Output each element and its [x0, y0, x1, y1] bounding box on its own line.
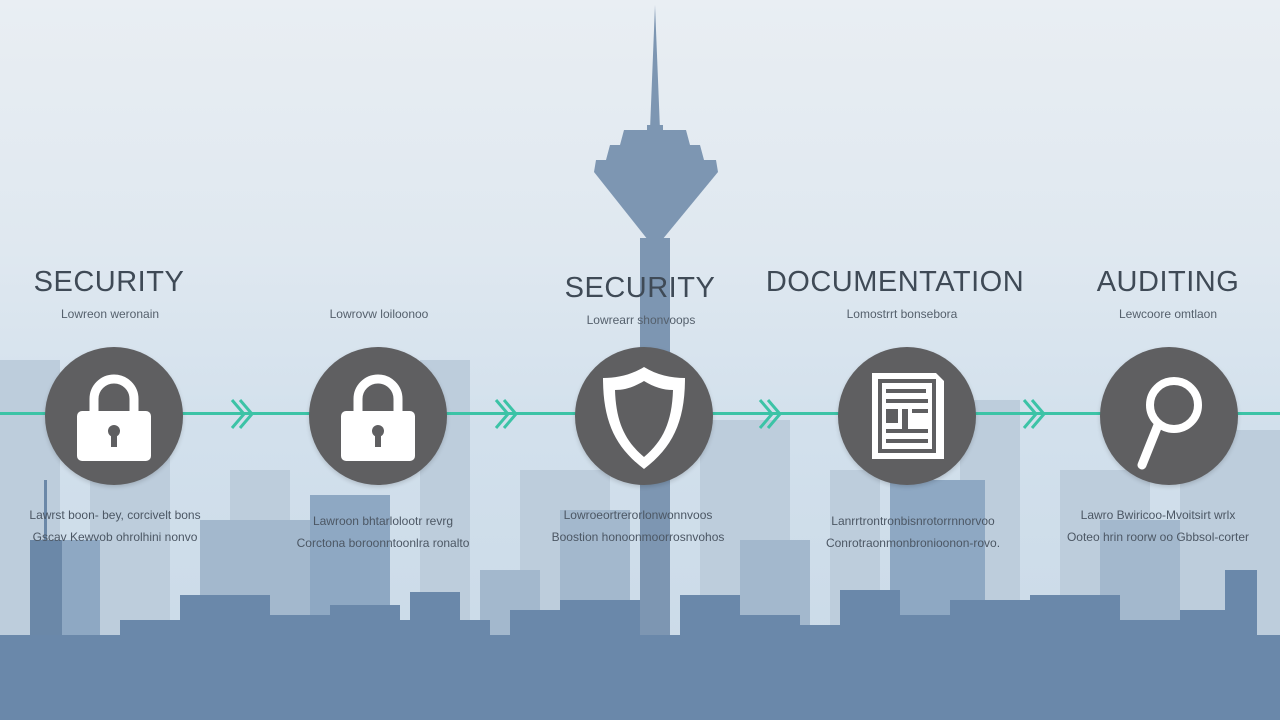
step-subtitle: Lowreon weronain: [60, 307, 160, 321]
document-icon: [872, 373, 944, 459]
description-line: Lawrst boon- bey, corcivelt bons: [29, 508, 201, 522]
step-subtitle: Lowrearr shonvoops: [586, 313, 696, 327]
step-subtitle: Lomostrrt bonsebora: [846, 307, 958, 321]
description-line: Boostion honoonmoorrosnvohos: [551, 530, 725, 544]
step-title: SECURITY: [564, 272, 716, 304]
padlock-icon: [77, 374, 151, 461]
description-line: Lawroon bhtarlolootr revrg: [312, 514, 454, 528]
description-line: Lawro Bwiricoo-Mvoitsirt wrlx: [1080, 508, 1236, 522]
step-description: Lowroeortrerorlonwonnvoos Boostion honoo…: [518, 504, 758, 548]
step-circle: [838, 347, 976, 485]
step-circle: [575, 347, 713, 485]
step-title: AUDITING: [1096, 266, 1240, 298]
description-line: Gscav Kewvob ohrolhini nonvo: [32, 530, 198, 544]
description-line: Lowroeortrerorlonwonnvoos: [563, 508, 713, 522]
chevron-right-icon: [494, 399, 518, 429]
padlock-icon: [341, 374, 415, 461]
step-subtitle: Lewcoore omtlaon: [1118, 307, 1218, 321]
step-circle: [45, 347, 183, 485]
step-title: SECURITY: [33, 266, 185, 298]
step-description: Lawro Bwiricoo-Mvoitsirt wrlx Ooteo hrin…: [1038, 504, 1278, 548]
step-title: DOCUMENTATION: [765, 266, 1025, 298]
chevron-right-icon: [230, 399, 254, 429]
description-line: Ooteo hrin roorw oo Gbbsol-corter: [1066, 530, 1250, 544]
shield-icon: [603, 367, 685, 469]
step-description: Lawroon bhtarlolootr revrg Corctona boro…: [263, 510, 503, 554]
step-description: Lanrrtrontronbisnrotorrnnorvoo Conrotrao…: [793, 510, 1033, 554]
magnifier-icon: [1137, 377, 1202, 470]
chevron-right-icon: [1022, 399, 1046, 429]
step-subtitle: Lowrovw loiloonoo: [329, 307, 429, 321]
description-line: Lanrrtrontronbisnrotorrnnorvoo: [831, 514, 995, 528]
step-description: Lawrst boon- bey, corcivelt bons Gscav K…: [0, 504, 235, 548]
description-line: Conrotraonmonbronioonon-rovo.: [825, 536, 1001, 550]
step-circle: [1100, 347, 1238, 485]
chevron-right-icon: [758, 399, 782, 429]
step-circle: [309, 347, 447, 485]
description-line: Corctona boroonntoonlra ronalto: [296, 536, 470, 550]
